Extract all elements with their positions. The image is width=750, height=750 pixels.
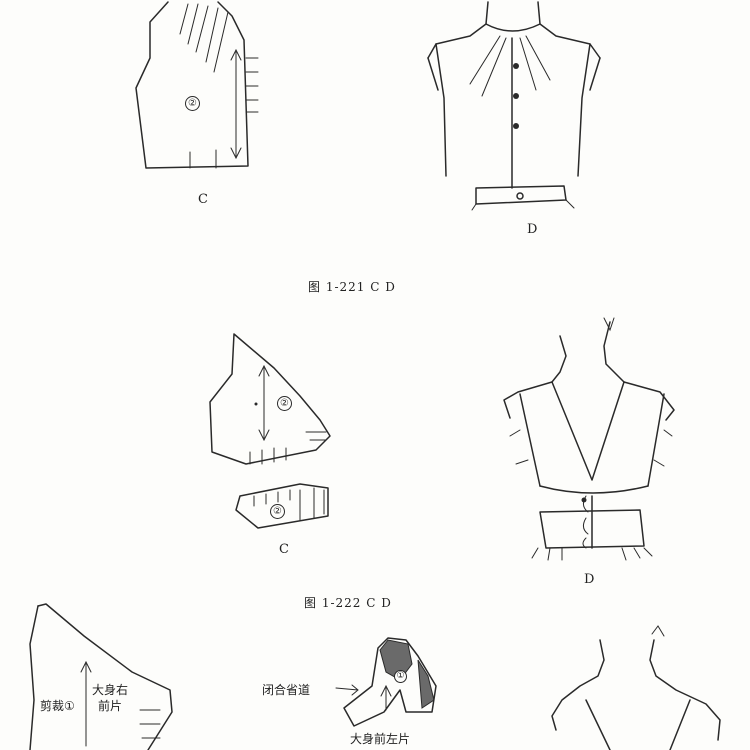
pattern-piece-223-right-front [29,603,173,750]
caption-221: 图 1-221 C D [308,280,396,294]
piece-number-223: ① [394,670,407,683]
pattern-piece-221-c [135,1,259,169]
piece-number-222-band: ② [270,504,285,519]
pattern-piece-223-left-front [335,637,437,727]
label-223-right-front-1: 大身右 [92,683,129,697]
label-223-close-dart: 闭合省道 [262,683,311,697]
piece-number-221: ② [185,96,200,111]
label-223-right-front-2: 前片 [98,699,123,713]
garment-223-partial [551,625,721,750]
label-221-d: D [527,222,538,237]
label-223-cut: 剪裁① [40,699,75,713]
caption-222: 图 1-222 C D [304,596,392,610]
label-223-left-front: 大身前左片 [350,732,411,746]
garment-222-d [503,317,675,561]
label-222-d: D [584,572,595,587]
pattern-piece-222-c [209,333,331,529]
label-222-c: C [279,542,289,557]
label-221-c: C [198,192,208,207]
piece-number-222-bodice: ② [277,396,292,411]
garment-221-d [427,1,601,211]
